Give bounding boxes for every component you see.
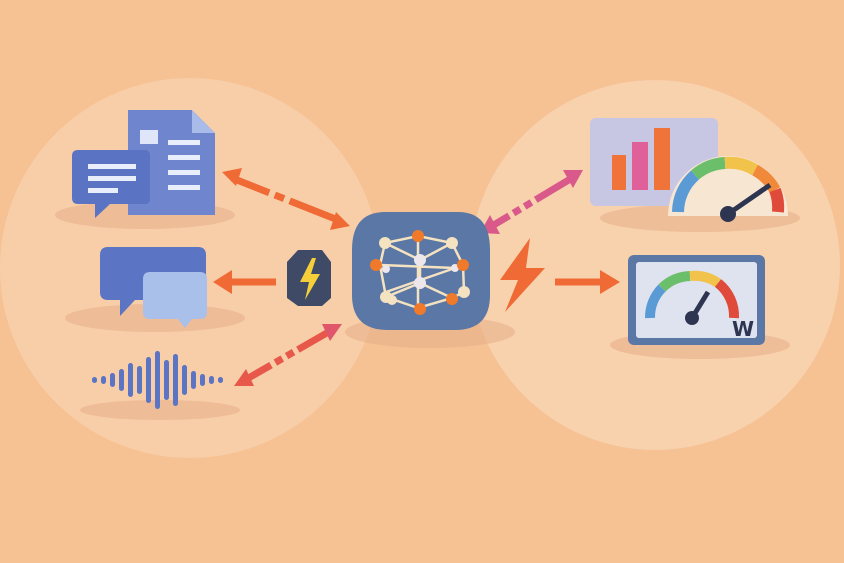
waveform-bar [119,369,124,391]
waveform-bar [209,376,214,384]
waveform-bar [146,357,151,403]
lightning-icon [500,238,545,312]
waveform-bar [137,366,142,394]
waveform-bar [101,376,106,384]
waveform-bar [191,371,196,389]
neural-network-hub-icon [352,212,490,330]
audio-waveform-icon [92,351,223,409]
waveform-bar [164,360,169,400]
chat-bubble-icon [72,150,150,218]
waveform-bar [218,377,223,383]
waveform-bar [128,363,133,397]
arrow-to-power-meter [555,270,620,294]
power-unit-label: W [732,317,754,341]
power-meter-icon: W [628,255,765,345]
waveform-bar [200,374,205,386]
waveform-bar [110,373,115,387]
waveform-bar [173,354,178,406]
arrow-to-chat [213,270,276,294]
speedometer-gauge-icon [668,156,788,222]
chat-bubbles-icon [100,247,207,328]
waveform-bar [92,377,97,383]
arrow-document-hub [222,168,350,230]
arrow-audio-hub [234,324,342,386]
waveform-bar [182,365,187,395]
lightning-badge-icon [287,250,331,306]
waveform-bar [155,351,160,409]
